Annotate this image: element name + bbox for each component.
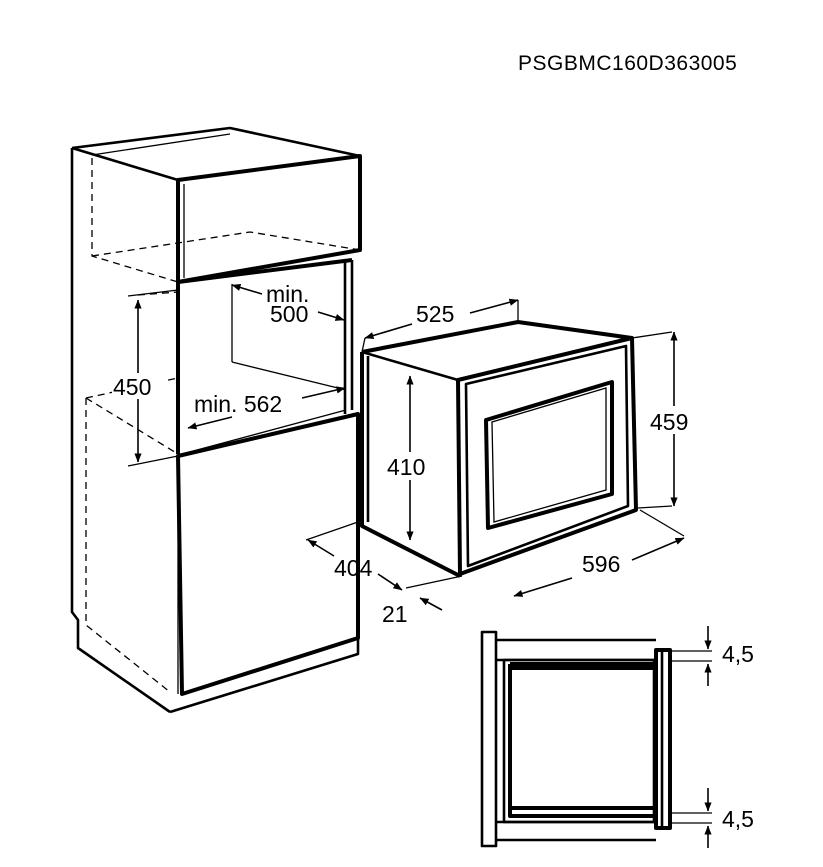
dim-410: 410 bbox=[387, 454, 425, 480]
dim-596: 596 bbox=[582, 551, 620, 577]
section-detail: 4,5 4,5 bbox=[480, 626, 754, 848]
dim-404: 404 bbox=[334, 555, 373, 581]
dim-459: 459 bbox=[650, 409, 688, 435]
dim-gap-top: 4,5 bbox=[722, 641, 754, 667]
tall-cabinet bbox=[70, 126, 362, 714]
front-frame bbox=[456, 336, 638, 576]
dim-min-562: min. 562 bbox=[194, 391, 282, 417]
dim-525: 525 bbox=[416, 301, 454, 327]
appliance-dimensions: 525 410 459 596 404 21 bbox=[305, 298, 702, 627]
dim-450: 450 bbox=[113, 374, 151, 400]
dim-500: 500 bbox=[270, 301, 308, 327]
dim-gap-bottom: 4,5 bbox=[722, 806, 754, 832]
dim-min-label: min. bbox=[266, 281, 309, 307]
dim-21: 21 bbox=[382, 601, 408, 627]
product-code: PSGBMC160D363005 bbox=[518, 52, 737, 75]
cabinet-dimensions: 450 min. 500 min. 562 bbox=[112, 281, 346, 467]
built-in-appliance bbox=[360, 320, 685, 589]
